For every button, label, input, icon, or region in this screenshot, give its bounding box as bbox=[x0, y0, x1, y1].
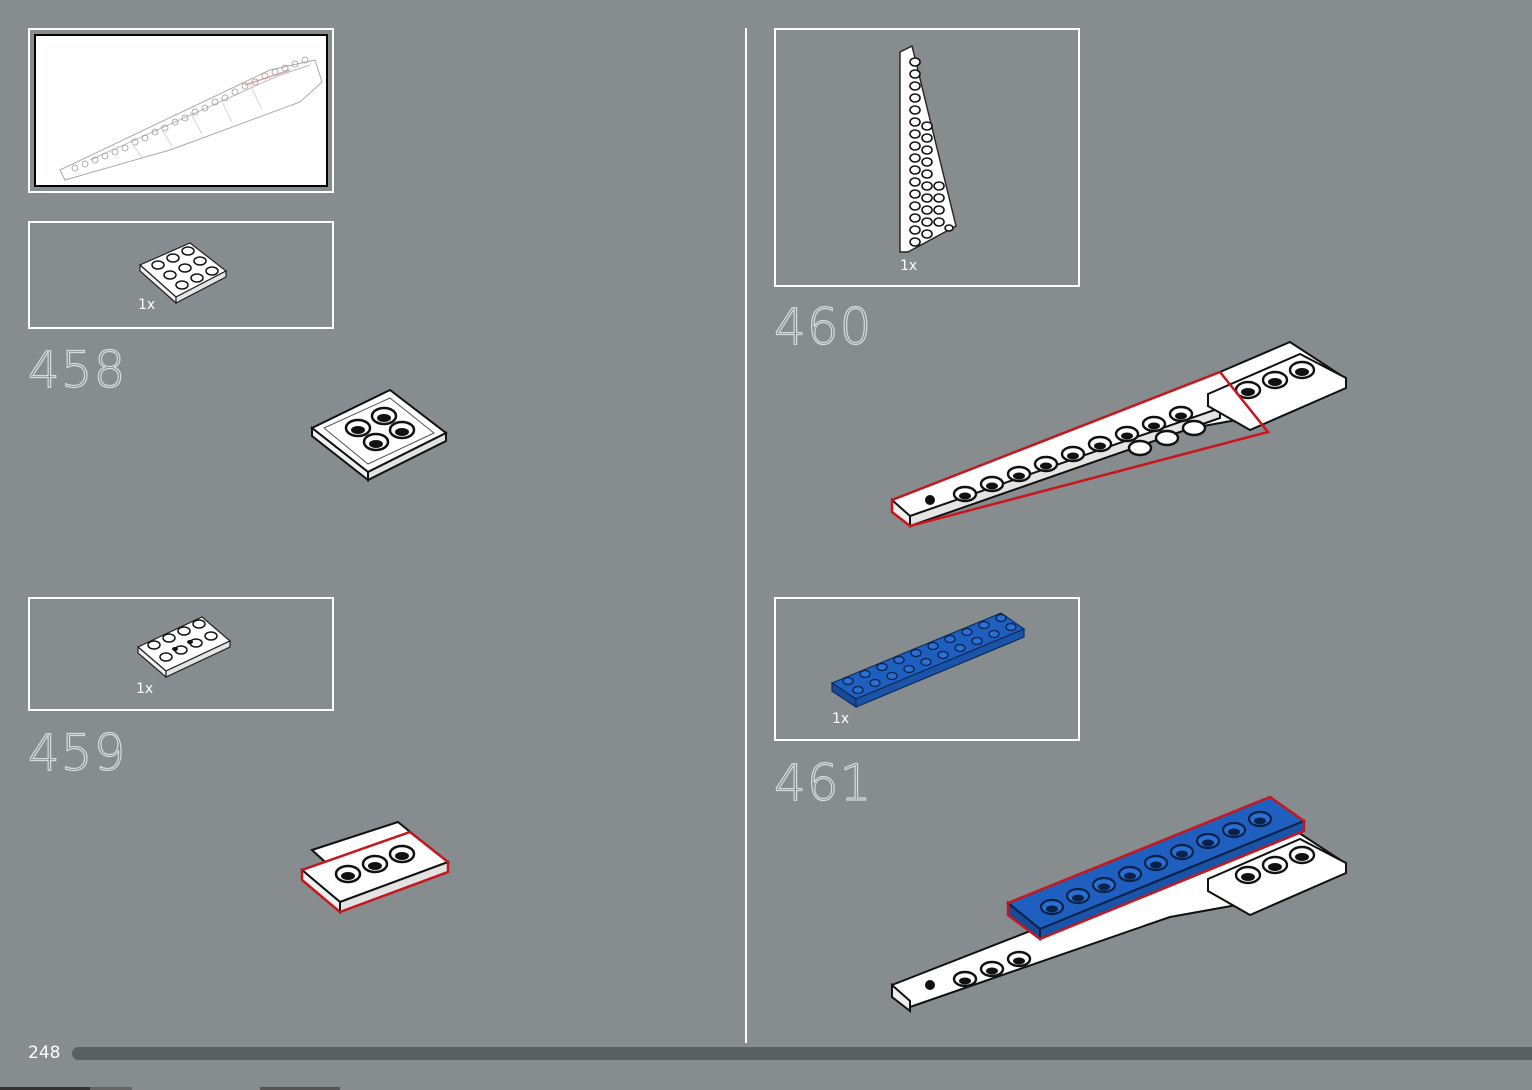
step-458-illustration bbox=[310, 388, 450, 483]
step-460-part-quantity: 1x bbox=[900, 258, 917, 274]
subassembly-callout bbox=[28, 28, 334, 193]
page-progress-bar bbox=[72, 1047, 1532, 1060]
step-461-number: 461 bbox=[774, 758, 872, 808]
step-458-parts-box: 1x bbox=[28, 221, 334, 329]
step-460-number: 460 bbox=[774, 302, 872, 352]
step-460-illustration bbox=[890, 340, 1350, 530]
white-plate-2x3-icon bbox=[30, 223, 336, 331]
step-461-parts-box: 1x bbox=[774, 597, 1080, 741]
blue-plate-2x10-icon bbox=[776, 599, 1082, 743]
step-461-part-quantity: 1x bbox=[832, 711, 849, 727]
white-plate-2x4-with-holes-icon bbox=[30, 599, 336, 713]
page-divider bbox=[745, 28, 747, 1043]
step-459-part-quantity: 1x bbox=[136, 681, 153, 697]
step-458-number: 458 bbox=[28, 345, 126, 395]
step-459-illustration bbox=[298, 820, 453, 915]
white-wedge-plate-icon bbox=[776, 30, 1082, 289]
step-459-number: 459 bbox=[28, 728, 126, 778]
wing-subassembly-illustration bbox=[30, 30, 336, 195]
step-458-part-quantity: 1x bbox=[138, 297, 155, 313]
step-461-illustration bbox=[890, 795, 1350, 1015]
step-459-parts-box: 1x bbox=[28, 597, 334, 711]
step-460-parts-box: 1x bbox=[774, 28, 1080, 287]
page-number: 248 bbox=[28, 1043, 60, 1063]
